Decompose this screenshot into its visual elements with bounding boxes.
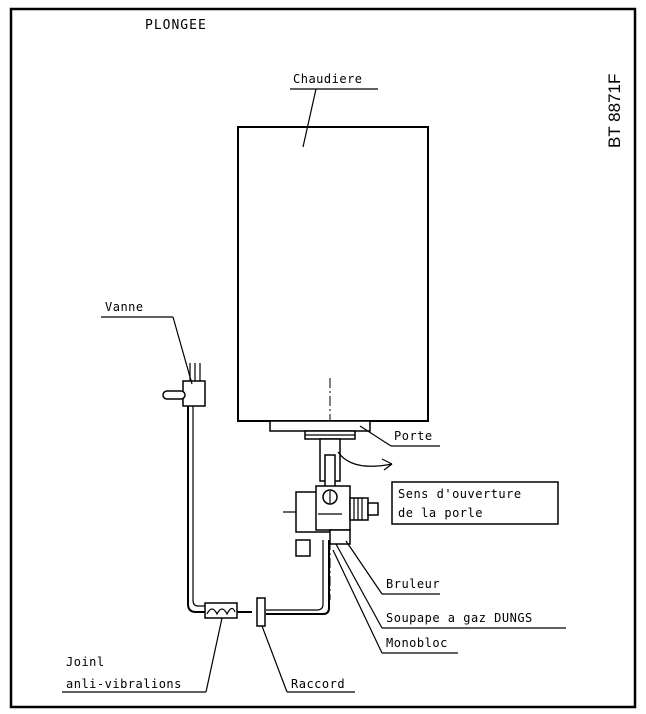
leader-raccord [261,625,288,693]
leader-monobloc [332,549,383,654]
label-soupape: Soupape a gaz DUNGS [386,611,533,625]
label-joint-line2: anli-vibralions [66,677,182,691]
gas-pipe-left [187,404,205,613]
label-joint-line1: Joinl [66,655,105,669]
valve-body [182,380,206,407]
leader-porte [359,425,392,447]
raccord-coupling [256,597,266,627]
door-plate [269,420,371,432]
leader-vanne [172,316,193,385]
diagram-title: PLONGEE [145,18,207,33]
burner-motor [349,497,369,521]
valve-handle [162,390,186,400]
gas-pipe-right [266,540,330,615]
boiler-body [237,126,429,422]
label-raccord: Raccord [291,677,345,691]
leader-bruleur [345,540,383,595]
label-monobloc: Monobloc [386,636,448,650]
leader-soupape [335,543,383,629]
leader-chaudiere [302,88,317,148]
burner-base [329,529,351,545]
reference-code: BT 8871F [605,74,624,148]
label-sens-line1: Sens d'ouverture [398,487,522,501]
gas-pipe-left-inner [192,404,205,607]
label-vanne: Vanne [105,300,144,314]
joint-anti-vibrations [204,602,238,619]
label-porte: Porte [394,429,433,443]
burner-box-low [295,539,311,557]
label-chaudiere: Chaudiere [293,72,363,86]
label-sens-line2: de la porle [398,506,483,520]
motor-cap [367,502,379,516]
swing-arrowhead [381,458,393,471]
swing-arc [337,451,393,467]
label-bruleur: Bruleur [386,577,440,591]
gas-pipe-right-inner [266,540,324,611]
joint-corrugation [206,607,236,616]
leader-joint [205,617,223,693]
note-box-sens [391,481,559,525]
